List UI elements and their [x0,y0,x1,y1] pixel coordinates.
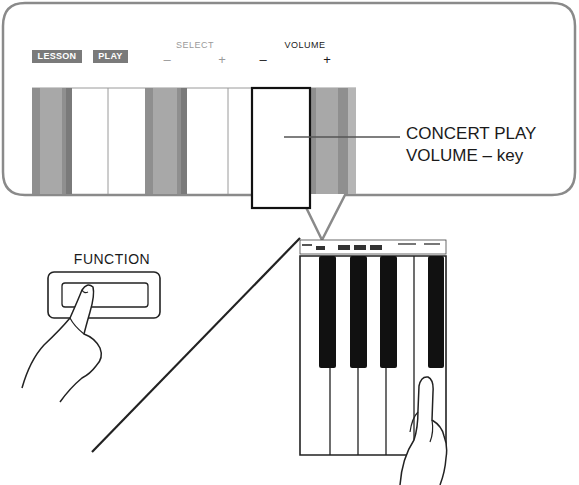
highlighted-key [252,88,310,208]
panel-label: + [218,53,226,66]
hand [22,285,101,402]
callout-text: CONCERT PLAY VOLUME – key [406,123,574,167]
button-label-box: PLAY [93,50,128,63]
enlarged-keys [32,88,356,208]
button-label: LESSON [38,52,77,61]
hand [400,377,447,485]
callout-bubble [3,3,575,240]
hand-detail [410,412,433,442]
panel-label: – [259,53,266,66]
panel-label: – [163,53,170,66]
panel-label: + [323,53,331,66]
divider-line [92,238,300,452]
button-label-box: LESSON [32,50,82,63]
button-label: PLAY [98,52,122,61]
leader-line [284,136,400,137]
panel-label: VOLUME [284,41,325,50]
hand-detail [70,290,88,334]
panel-label: SELECT [176,41,214,50]
button-name: FUNCTION [74,252,150,266]
function-button [48,272,160,318]
